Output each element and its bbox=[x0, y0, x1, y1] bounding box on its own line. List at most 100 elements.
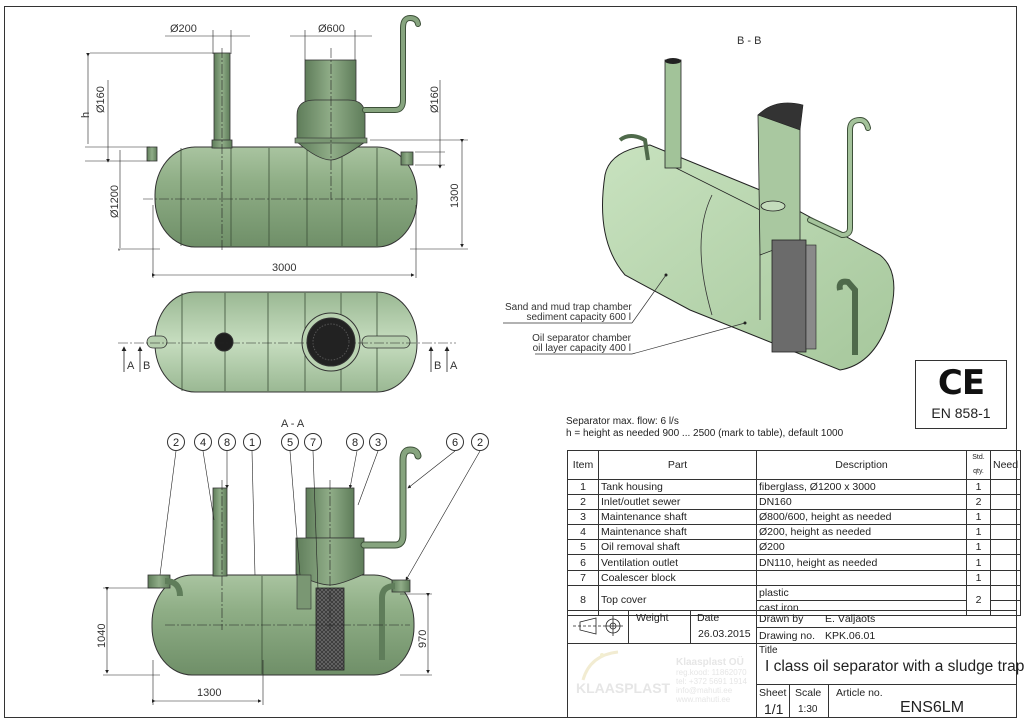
company-phone: tel: +372 5691 1914 bbox=[676, 677, 747, 686]
balloon-item-1: 1 bbox=[243, 433, 261, 451]
dim-outlet-diameter: Ø160 bbox=[429, 86, 441, 113]
balloon-item-6: 6 bbox=[446, 433, 464, 451]
scale-cell: Scale 1:30 bbox=[789, 684, 829, 718]
article-number-label: Article no. bbox=[836, 687, 883, 699]
drawing-title: I class oil separator with a sludge trap bbox=[765, 658, 1024, 675]
dim-large-shaft-diameter: Ø600 bbox=[318, 23, 345, 35]
bom-part: Inlet/outlet sewer bbox=[598, 494, 757, 511]
drawing-sheet-border bbox=[4, 6, 1017, 718]
bom-row: 6 Ventilation outlet DN110, height as ne… bbox=[567, 554, 1022, 571]
bb-tank-shell bbox=[602, 144, 895, 371]
bom-part: Maintenance shaft bbox=[598, 509, 757, 526]
section-aa-title: A - A bbox=[281, 418, 305, 430]
bom-need-cell[interactable] bbox=[989, 554, 1022, 571]
bom-std-qty: 1 bbox=[966, 554, 991, 571]
bom-item: 3 bbox=[567, 509, 599, 526]
top-small-shaft-opening bbox=[214, 332, 234, 352]
bom-item: 7 bbox=[567, 569, 599, 586]
ce-standard-label: EN 858-1 bbox=[931, 405, 991, 421]
bom-description: Ø800/600, height as needed bbox=[756, 509, 967, 526]
bom-description: fiberglass, Ø1200 x 3000 bbox=[756, 478, 967, 496]
dim-outlet-level: 970 bbox=[417, 629, 429, 648]
front-view bbox=[85, 14, 468, 278]
section-aa-view bbox=[103, 446, 481, 705]
date-value: 26.03.2015 bbox=[698, 628, 751, 640]
bb-coalescer-block bbox=[771, 239, 807, 353]
ce-mark-icon: CE bbox=[937, 363, 985, 403]
note-height-range: h = height as needed 900 ... 2500 (mark … bbox=[566, 428, 844, 439]
bom-header-row: Item Part Description Std. qty. Need bbox=[567, 450, 1022, 480]
bom-row: 3 Maintenance shaft Ø800/600, height as … bbox=[567, 509, 1022, 526]
weight-cell: Weight bbox=[628, 610, 691, 644]
company-email: info@mahuti.ee bbox=[676, 686, 733, 695]
bom-item: 2 bbox=[567, 494, 599, 511]
bom-std-qty: 2 bbox=[966, 494, 991, 511]
section-mark-a-left: A bbox=[127, 360, 135, 372]
balloon-item-2: 2 bbox=[167, 433, 185, 451]
bom-header-need: Need bbox=[989, 450, 1022, 480]
section-mark-a-right: A bbox=[450, 360, 458, 372]
bom-std-qty: 1 bbox=[966, 478, 991, 496]
bom-row: 4 Maintenance shaft Ø200, height as need… bbox=[567, 524, 1022, 541]
bom-row: 5 Oil removal shaft Ø200 1 bbox=[567, 539, 1022, 556]
bom-row-8b: cast iron bbox=[568, 599, 1022, 616]
front-tank-body bbox=[154, 146, 418, 248]
bb-large-shaft bbox=[757, 107, 801, 256]
weight-label: Weight bbox=[636, 612, 669, 624]
drawing-number-label: Drawing no. bbox=[759, 630, 816, 642]
company-name: Klaasplast OÜ bbox=[676, 657, 744, 668]
dim-tank-diameter: Ø1200 bbox=[109, 184, 121, 218]
bom-item: 1 bbox=[567, 478, 599, 496]
company-website: www.mahuti.ee bbox=[676, 695, 731, 704]
section-mark-b-right: B bbox=[434, 360, 442, 372]
bom-std-qty: 1 bbox=[966, 539, 991, 556]
bom-need-cell[interactable] bbox=[989, 478, 1022, 496]
bom-item: 6 bbox=[567, 554, 599, 571]
dim-height-h: h bbox=[80, 111, 92, 118]
bom-description: Ø200, height as needed bbox=[756, 524, 967, 541]
bom-item: 4 bbox=[567, 524, 599, 541]
section-bb-title: B - B bbox=[737, 35, 762, 47]
bom-row: 7 Coalescer block 1 bbox=[567, 569, 1022, 586]
bom-description: Ø200 bbox=[756, 539, 967, 556]
bill-of-materials-table: Item Part Description Std. qty. Need 1 T… bbox=[567, 450, 1022, 616]
bom-description: DN110, height as needed bbox=[756, 554, 967, 571]
front-inlet-stub bbox=[146, 146, 158, 162]
bom-need-cell[interactable] bbox=[989, 584, 1022, 601]
bom-need-cell[interactable] bbox=[989, 509, 1022, 526]
drawing-number-cell: Drawing no. KPK.06.01 bbox=[756, 627, 1017, 644]
projection-symbol-cell bbox=[567, 610, 629, 644]
sheet-cell: Sheet 1/1 bbox=[756, 684, 790, 718]
top-large-shaft-opening bbox=[306, 317, 356, 367]
dim-total-height: 1300 bbox=[449, 183, 461, 208]
bom-part: Coalescer block bbox=[598, 569, 757, 586]
callout-sand-trap-line2: sediment capacity 600 l bbox=[526, 312, 631, 323]
section-mark-b-left: B bbox=[143, 360, 151, 372]
balloon-item-8b: 8 bbox=[346, 433, 364, 451]
dim-inlet-diameter: Ø160 bbox=[95, 86, 107, 113]
callout-sand-trap-line1: Sand and mud trap chamber bbox=[505, 302, 632, 313]
balloon-item-2b: 2 bbox=[471, 433, 489, 451]
top-view bbox=[118, 291, 456, 393]
company-reg: reg.kood: 11862070 bbox=[676, 668, 747, 677]
callout-oil-chamber-line2: oil layer capacity 400 l bbox=[532, 343, 631, 354]
company-info-cell: KLAASPLAST Klaasplast OÜ reg.kood: 11862… bbox=[567, 643, 757, 718]
projection-symbol bbox=[573, 616, 623, 636]
bom-need-cell[interactable] bbox=[989, 494, 1022, 511]
bom-row: 1 Tank housing fiberglass, Ø1200 x 3000 … bbox=[567, 478, 1022, 496]
bom-std-qty: 1 bbox=[966, 569, 991, 586]
bom-part: Tank housing bbox=[598, 478, 757, 496]
drawn-by-value: E. Väljaots bbox=[825, 613, 876, 625]
article-number-value: ENS6LM bbox=[900, 699, 965, 716]
dim-water-level: 1040 bbox=[96, 623, 108, 648]
bom-need-cell[interactable] bbox=[989, 599, 1022, 616]
title-cell: Title I class oil separator with a sludg… bbox=[756, 643, 1024, 685]
bom-need-cell[interactable] bbox=[989, 524, 1022, 541]
section-bb-view bbox=[503, 58, 895, 371]
bom-header-part: Part bbox=[598, 450, 757, 480]
scale-label: Scale bbox=[795, 687, 822, 699]
bom-need-cell[interactable] bbox=[989, 539, 1022, 556]
bom-need-cell[interactable] bbox=[989, 569, 1022, 586]
dim-chamber-length: 1300 bbox=[197, 687, 222, 699]
